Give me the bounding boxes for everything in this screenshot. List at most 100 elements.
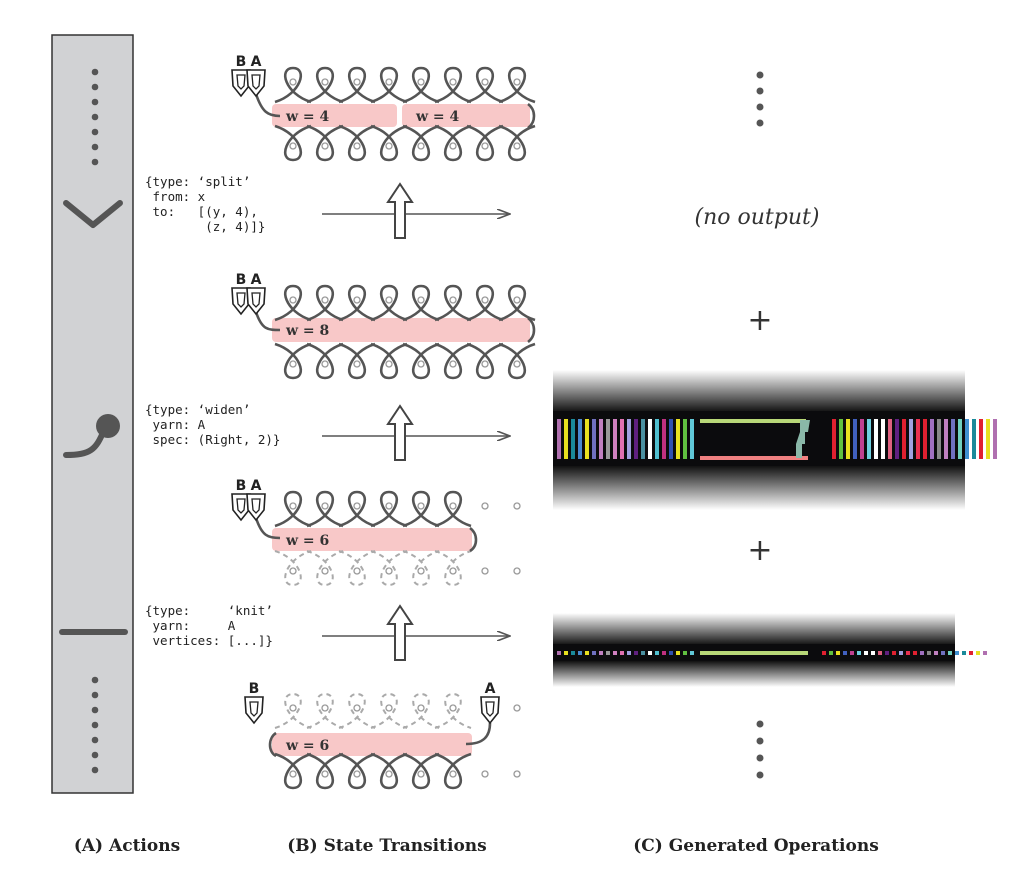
- needle: [385, 567, 393, 575]
- dot: [91, 676, 99, 684]
- needle: [385, 770, 393, 778]
- needle-op-stripe: [899, 651, 903, 655]
- needle-op-stripe: [585, 419, 589, 459]
- needle-op-stripe: [655, 419, 659, 459]
- needle: [321, 704, 329, 712]
- needle: [449, 502, 457, 510]
- needle: [353, 142, 361, 150]
- needle-op-stripe: [648, 419, 652, 459]
- needle-op-stripe: [655, 651, 659, 655]
- bed-transfer-bottom: [700, 456, 808, 460]
- action-record: {type: ‘knit’ yarn: A vertices: [...]}: [145, 603, 510, 661]
- needle-op-stripe: [864, 651, 868, 655]
- needle-op-stripe: [857, 651, 861, 655]
- needle: [513, 704, 521, 712]
- empty-loop: [274, 550, 312, 587]
- code-line: yarn: A: [145, 618, 236, 633]
- needle-op-stripe: [878, 651, 882, 655]
- needle-op-stripe: [958, 419, 962, 459]
- needle: [321, 296, 329, 304]
- dot: [756, 737, 764, 745]
- needle-op-stripe: [613, 419, 617, 459]
- needle-op-stripe: [920, 651, 924, 655]
- needle: [449, 360, 457, 368]
- needle-op-stripe: [648, 651, 652, 655]
- needle-op-stripe: [955, 651, 959, 655]
- stitch-loop: [338, 342, 376, 380]
- needle-op-stripe: [564, 651, 568, 655]
- width-band: [272, 528, 472, 551]
- stitch-loop: [370, 490, 408, 528]
- needle: [513, 567, 521, 575]
- needle-op-stripe: [969, 651, 973, 655]
- yarn-carrier-icon: [244, 696, 264, 725]
- carrier-label: A: [251, 478, 262, 494]
- width-band: [272, 733, 472, 756]
- needle-op-stripe: [578, 419, 582, 459]
- stitch-loop: [434, 342, 472, 380]
- width-label: w = 8: [285, 323, 329, 339]
- stitch-loop: [338, 490, 376, 528]
- needle-op-stripe: [620, 651, 624, 655]
- needle: [513, 360, 521, 368]
- needle-op-stripe: [836, 651, 840, 655]
- stitch-loop: [498, 124, 536, 162]
- needle: [481, 502, 489, 510]
- needle-op-stripe: [662, 651, 666, 655]
- needle: [481, 360, 489, 368]
- stitch-loop: [306, 284, 344, 322]
- needle: [353, 704, 361, 712]
- dot: [91, 721, 99, 729]
- width-band: [272, 318, 530, 342]
- stitch-loop: [466, 342, 504, 380]
- dot: [91, 691, 99, 699]
- dot: [91, 98, 99, 106]
- needle: [417, 360, 425, 368]
- needle-op-stripe: [592, 419, 596, 459]
- stitch-loop: [498, 284, 536, 322]
- stitch-loop: [370, 752, 408, 790]
- stitch-loop: [306, 490, 344, 528]
- stitch-loop: [434, 284, 472, 322]
- yarn-hook-icon: [63, 414, 120, 458]
- needle: [481, 567, 489, 575]
- needle-op-stripe: [641, 651, 645, 655]
- width-label: w = 4: [415, 109, 460, 125]
- needle: [417, 567, 425, 575]
- dot: [756, 87, 764, 95]
- needle-op-stripe: [669, 419, 673, 459]
- needle: [481, 142, 489, 150]
- code-line: (z, 4)]}: [145, 219, 265, 234]
- stitch-loop: [274, 752, 312, 790]
- needle-op-stripe: [962, 651, 966, 655]
- caption-transitions: (B) State Transitions: [287, 836, 486, 856]
- needle-op-stripe: [913, 651, 917, 655]
- needle-op-stripe: [683, 651, 687, 655]
- needle: [449, 567, 457, 575]
- yarn-carrier-icon: [246, 287, 266, 316]
- needle: [353, 502, 361, 510]
- width-label: w = 6: [285, 738, 329, 754]
- stitch-loop: [434, 66, 472, 104]
- needle-op-stripe: [867, 419, 871, 459]
- dot: [91, 158, 99, 166]
- stitch-loop: [498, 66, 536, 104]
- needle-op-stripe: [832, 419, 836, 459]
- needle-op-stripe: [564, 419, 568, 459]
- needle: [481, 296, 489, 304]
- stitch-loop: [370, 284, 408, 322]
- needle-op-stripe: [634, 419, 638, 459]
- needle-op-stripe: [690, 651, 694, 655]
- carrier-label: B: [236, 54, 247, 70]
- needle: [353, 770, 361, 778]
- needle-op-stripe: [860, 419, 864, 459]
- needle: [289, 502, 297, 510]
- caption-actions: (A) Actions: [74, 836, 180, 856]
- dot: [91, 143, 99, 151]
- code-line: {type: ‘widen’: [145, 402, 250, 417]
- ellipsis-icon: [756, 720, 764, 779]
- dot: [91, 766, 99, 774]
- carrier-label: B: [236, 272, 247, 288]
